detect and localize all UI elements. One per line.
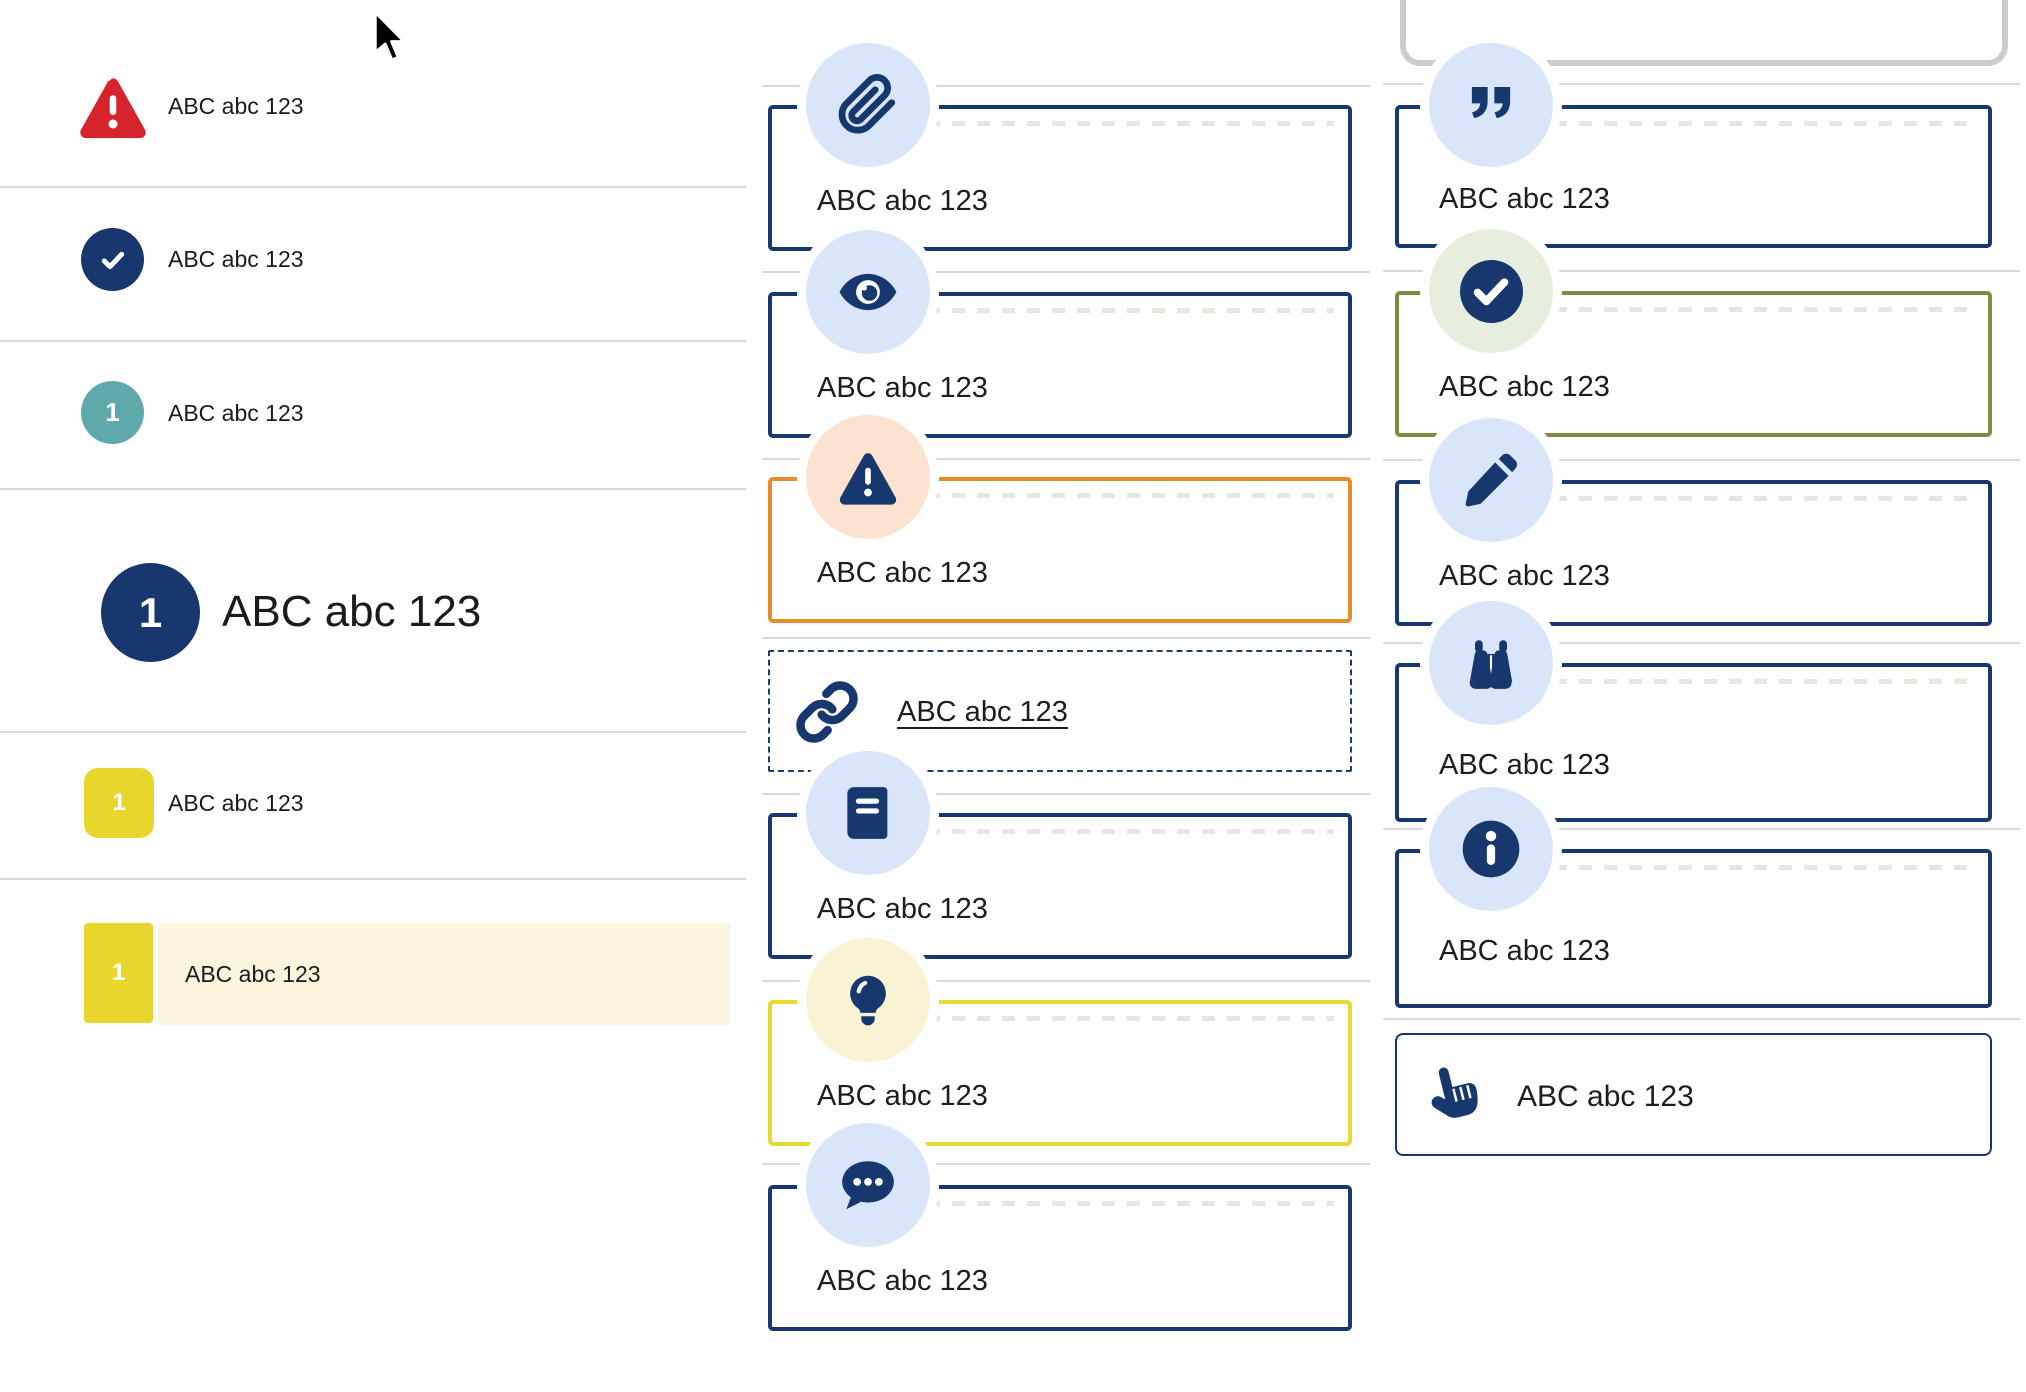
action-card[interactable]: ABC abc 123 — [1395, 1033, 1992, 1156]
mouse-cursor — [372, 10, 406, 67]
eye-icon — [806, 230, 930, 354]
divider — [0, 731, 746, 733]
list-item-highlighted[interactable]: 1 ABC abc 123 — [0, 923, 746, 1025]
divider — [1383, 1018, 2020, 1020]
card-label: ABC abc 123 — [1439, 183, 1610, 215]
divider — [762, 458, 1370, 460]
action-card-label[interactable]: ABC abc 123 — [1517, 1080, 1694, 1113]
yellow-rounded-badge: 1 — [84, 768, 154, 838]
binoculars-icon — [1429, 601, 1553, 725]
card-texture — [802, 308, 1334, 313]
card-texture — [1429, 121, 1974, 126]
badge-number: 1 — [105, 397, 120, 427]
list-item[interactable]: 1 ABC abc 123 — [0, 350, 746, 486]
card-texture — [802, 829, 1334, 834]
list-item-label: ABC abc 123 — [168, 400, 304, 426]
speech-bubble-icon — [806, 1123, 930, 1247]
card-label: ABC abc 123 — [817, 372, 988, 404]
info-icon — [1429, 787, 1553, 911]
divider — [762, 85, 1370, 87]
divider — [1383, 828, 2020, 830]
badge-number: 1 — [112, 789, 126, 816]
list-item-label: ABC abc 123 — [168, 93, 304, 119]
list-item[interactable]: 1 ABC abc 123 — [0, 741, 746, 875]
highlight-band — [158, 923, 730, 1025]
teal-number-circle: 1 — [81, 381, 144, 444]
card-texture — [802, 493, 1334, 498]
alert-triangle-icon — [77, 68, 149, 149]
link-label[interactable]: ABC abc 123 — [897, 696, 1068, 728]
card-texture — [1429, 496, 1974, 501]
navy-number-circle-large: 1 — [101, 563, 200, 662]
card-texture — [1429, 307, 1974, 312]
quote-icon — [1429, 43, 1553, 167]
card-label: ABC abc 123 — [817, 185, 988, 217]
check-circle-icon — [1429, 229, 1553, 353]
list-item-label: ABC abc 123 — [168, 790, 304, 816]
lightbulb-icon — [806, 938, 930, 1062]
link-icon — [795, 680, 859, 749]
card-texture — [802, 1016, 1334, 1021]
divider — [762, 1163, 1370, 1165]
divider — [762, 271, 1370, 273]
divider — [762, 980, 1370, 982]
list-item[interactable]: ABC abc 123 — [0, 196, 746, 330]
divider — [0, 488, 746, 490]
card-texture — [802, 1201, 1334, 1206]
card-label: ABC abc 123 — [817, 557, 988, 589]
card-texture — [1429, 865, 1974, 870]
card-label: ABC abc 123 — [1439, 560, 1610, 592]
divider — [1383, 83, 2020, 85]
card-texture — [1429, 679, 1974, 684]
divider — [0, 186, 746, 188]
list-item-label: ABC abc 123 — [185, 961, 321, 987]
pencil-icon — [1429, 418, 1553, 542]
divider — [762, 793, 1370, 795]
paperclip-icon — [806, 43, 930, 167]
badge-number: 1 — [111, 959, 126, 986]
yellow-square-badge: 1 — [84, 923, 153, 1023]
list-item-large[interactable]: 1 ABC abc 123 — [0, 540, 746, 690]
book-icon — [806, 751, 930, 875]
list-item-label: ABC abc 123 — [222, 587, 482, 636]
card-label: ABC abc 123 — [817, 893, 988, 925]
divider — [762, 637, 1370, 639]
callout-card-view: ABC abc 123 — [768, 292, 1352, 438]
card-label: ABC abc 123 — [1439, 749, 1610, 781]
card-label: ABC abc 123 — [1439, 371, 1610, 403]
badge-number: 1 — [138, 588, 163, 636]
list-item[interactable]: ABC abc 123 — [0, 40, 746, 172]
hand-pointer-icon — [1420, 1061, 1486, 1132]
check-circle-icon — [81, 228, 144, 291]
list-item-label: ABC abc 123 — [168, 246, 304, 272]
divider — [0, 340, 746, 342]
card-label: ABC abc 123 — [817, 1265, 988, 1297]
card-label: ABC abc 123 — [1439, 935, 1610, 967]
divider — [1383, 642, 2020, 644]
divider — [0, 878, 746, 880]
divider — [1383, 270, 2020, 272]
divider — [1383, 459, 2020, 461]
card-label: ABC abc 123 — [817, 1080, 988, 1112]
card-texture — [802, 121, 1334, 126]
warning-icon — [806, 415, 930, 539]
